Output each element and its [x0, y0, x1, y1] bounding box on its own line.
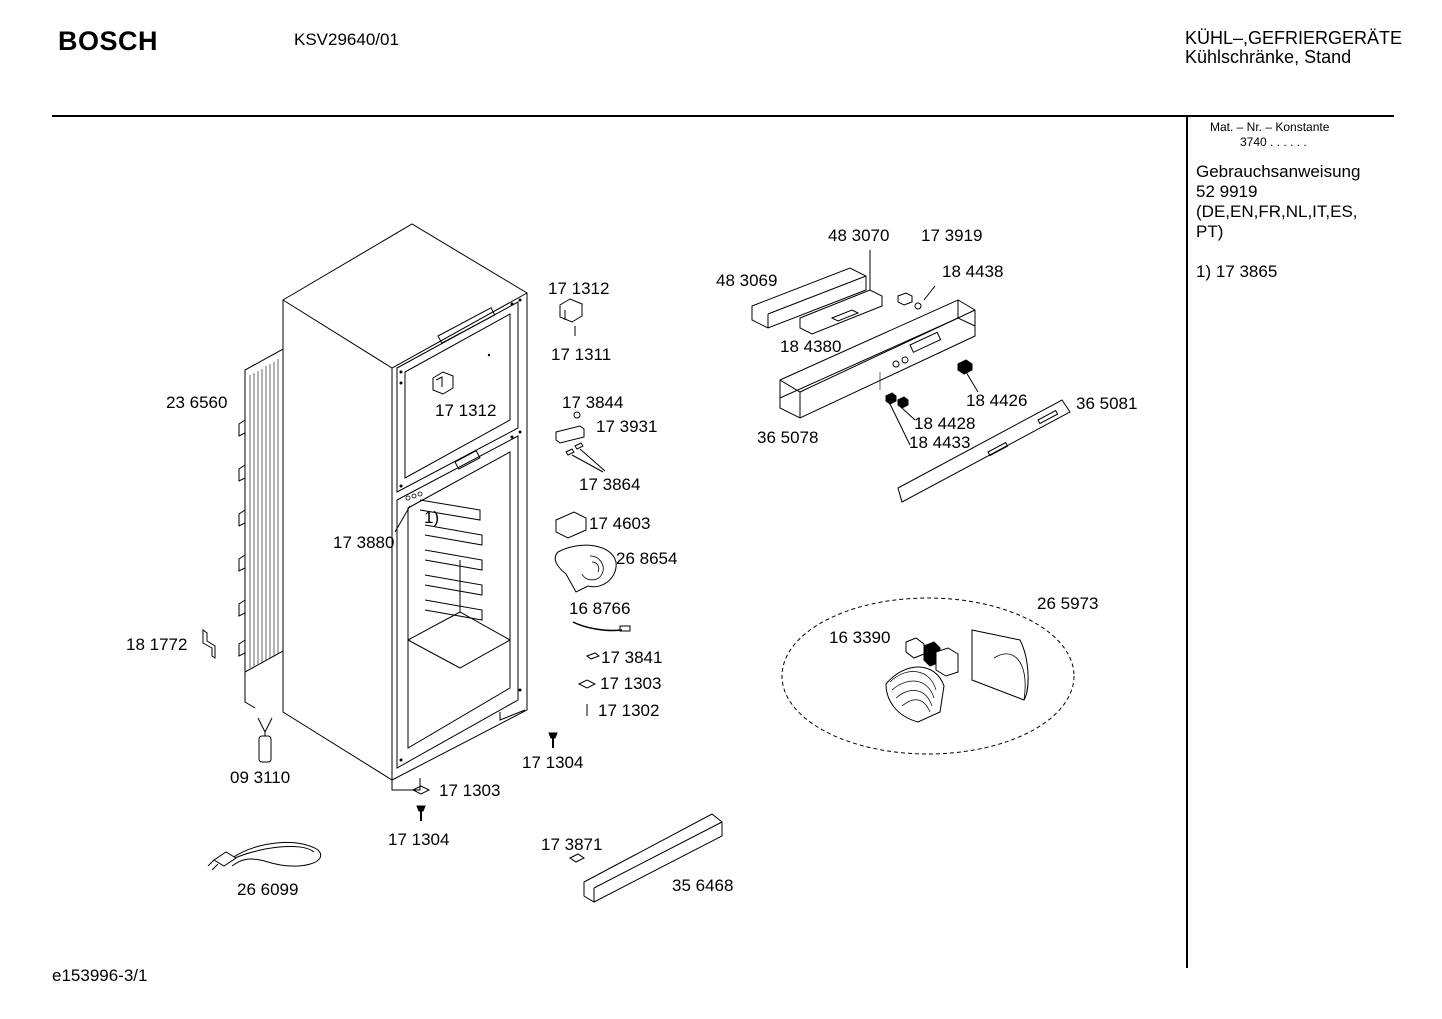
part-label-16-8766: 16 8766: [569, 599, 631, 618]
part-label-17-1303-center: 17 1303: [600, 674, 662, 693]
part-label-18-4380: 18 4380: [780, 337, 842, 356]
hinge-17-1312-drawing: [559, 298, 583, 336]
leader-17-3880: [394, 505, 411, 533]
fan-grille-drawing: [885, 666, 945, 723]
header-divider: [52, 115, 1394, 117]
part-label-17-1312-inner: 17 1312: [435, 401, 497, 420]
part-label-17-1312-top: 17 1312: [548, 279, 610, 298]
part-label-17-1303-bottom: 17 1303: [439, 781, 501, 800]
part-label-36-5078: 36 5078: [757, 428, 819, 447]
part-label-17-3841: 17 3841: [601, 648, 663, 667]
leader-18-4438: [923, 285, 936, 301]
part-label-35-6468: 35 6468: [672, 876, 734, 895]
footnote: 1) 17 3865: [1196, 262, 1278, 281]
part-label-18-4433: 18 4433: [909, 433, 971, 452]
drawing-id: e153996-3/1: [52, 966, 148, 985]
part-label-17-3864: 17 3864: [579, 475, 641, 494]
knob-17-3919-drawing: [897, 292, 913, 306]
capacitor-09-3110-drawing: [257, 717, 273, 763]
part-label-09-3110: 09 3110: [230, 768, 291, 787]
buttons-18-4380-drawing: [830, 309, 860, 322]
manual-title: Gebrauchsanweisung: [1196, 162, 1361, 181]
sensor-tip: [619, 625, 631, 632]
part-label-26-5973: 26 5973: [1037, 594, 1099, 613]
fan-cover-26-5973-drawing: [971, 629, 1029, 701]
foot-17-1303-drawing: [577, 679, 597, 689]
plinth-35-6468-drawing: [569, 813, 723, 903]
manual-languages: (DE,EN,FR,NL,IT,ES, PT): [1196, 202, 1358, 241]
part-label-17-1311: 17 1311: [551, 345, 612, 364]
clip-17-3841-drawing: [585, 652, 601, 660]
foot-17-1303b-drawing: [411, 785, 431, 795]
part-label-17-1304-center: 17 1304: [522, 753, 584, 772]
part-label-48-3069: 48 3069: [716, 271, 778, 290]
part-label-48-3070: 48 3070: [828, 226, 890, 245]
condenser-drawing: [238, 347, 286, 709]
part-label-17-3931: 17 3931: [596, 417, 658, 436]
part-label-18-4438: 18 4438: [942, 262, 1004, 281]
sensor-16-8766-drawing: [572, 621, 623, 632]
lamp-18-4426-drawing: [957, 359, 973, 375]
part-label-23-6560: 23 6560: [166, 393, 228, 412]
part-label-17-3871: 17 3871: [541, 835, 603, 854]
part-label-26-6099: 26 6099: [237, 880, 299, 899]
lamps-18-4428-drawing: [885, 392, 916, 446]
part-label-17-1304-bottom: 17 1304: [388, 830, 450, 849]
hinge-17-3931-drawing: [555, 425, 585, 444]
mat-nr-label: Mat. – Nr. – Konstante: [1210, 120, 1330, 134]
electronics-48-3070-drawing: [799, 250, 883, 335]
bulb-18-4438-drawing: [914, 302, 922, 310]
electronics-48-3069-drawing: [751, 267, 867, 329]
footnote-marker: 1): [424, 508, 440, 527]
fan-group-outline: [781, 597, 1075, 755]
washer-17-3844-drawing: [573, 411, 581, 419]
bracket-18-1772-drawing: [202, 629, 216, 659]
category-title: KÜHL–,GEFRIERGERÄTE: [1185, 28, 1403, 48]
trim-36-5081-drawing: [897, 399, 1071, 503]
screws-17-3864-drawing: [565, 442, 606, 473]
part-label-26-8654: 26 8654: [616, 549, 678, 568]
sidebar-divider: [1186, 116, 1188, 968]
part-label-17-3880: 17 3880: [333, 533, 395, 552]
cabinet-drawing: [282, 223, 528, 791]
part-label-17-1302: 17 1302: [598, 701, 660, 720]
fan-cover-26-8654-drawing: [554, 544, 617, 593]
part-label-18-4428: 18 4428: [914, 414, 976, 433]
brand-logo: BOSCH: [58, 26, 159, 56]
control-panel-drawing: [779, 299, 976, 419]
leader-18-4426: [965, 371, 979, 393]
part-label-18-1772: 18 1772: [126, 635, 188, 654]
model-number: KSV29640/01: [294, 30, 399, 49]
part-17-4603-drawing: [555, 511, 587, 539]
screw-17-1304b-drawing: [416, 805, 426, 821]
part-label-17-3919: 17 3919: [921, 226, 983, 245]
part-label-17-3844: 17 3844: [562, 393, 624, 412]
power-cord-drawing: [207, 841, 321, 871]
part-label-18-4426: 18 4426: [966, 391, 1028, 410]
mat-nr-value: 3740 . . . . . .: [1240, 135, 1307, 149]
category-subtitle: Kühlschränke, Stand: [1185, 47, 1352, 67]
manual-number: 52 9919: [1196, 182, 1258, 201]
part-label-16-3390: 16 3390: [829, 628, 891, 647]
part-label-36-5081: 36 5081: [1076, 394, 1138, 413]
screw-17-1304-drawing: [548, 732, 558, 748]
fan-motor-16-3390-drawing: [905, 637, 959, 677]
part-label-17-4603: 17 4603: [589, 514, 651, 533]
